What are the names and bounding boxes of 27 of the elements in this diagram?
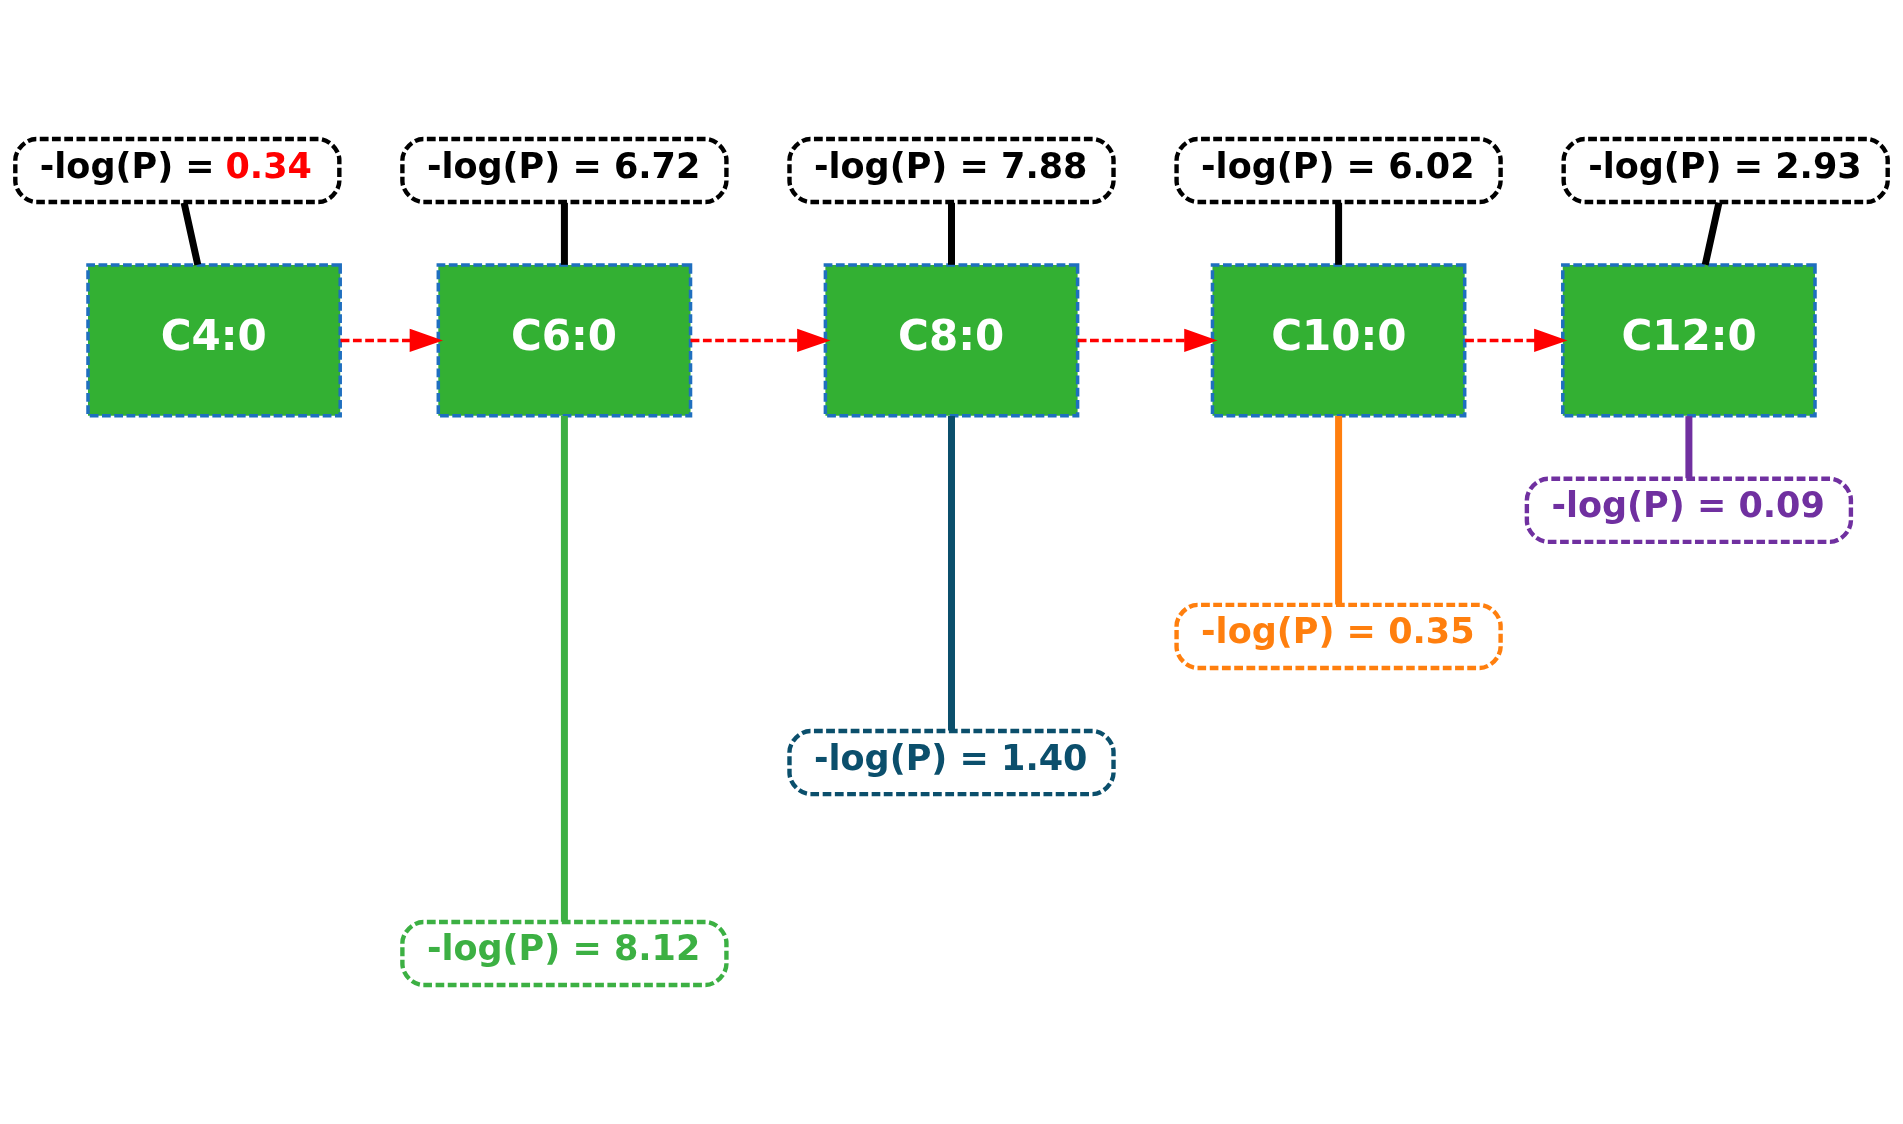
connector — [1685, 416, 1693, 479]
node-box: -log(P) = 6.72 — [400, 136, 729, 205]
node-box: -log(P) = 1.40 — [787, 728, 1116, 797]
connector — [560, 202, 568, 265]
node-box: -log(P) = 7.88 — [787, 136, 1116, 205]
connector — [1701, 202, 1723, 266]
connector — [1335, 202, 1343, 265]
connector — [948, 202, 955, 265]
connector — [180, 202, 202, 266]
arrow — [1077, 328, 1218, 353]
arrow — [340, 328, 443, 353]
node-box: C6:0 — [436, 263, 693, 418]
node-box: C10:0 — [1210, 263, 1467, 418]
connector — [1335, 416, 1343, 605]
node-box: C4:0 — [86, 263, 342, 418]
connector — [560, 416, 568, 922]
node-box: -log(P) = 2.93 — [1561, 136, 1890, 205]
node-box: -log(P) = 6.02 — [1174, 136, 1503, 205]
node-box: C8:0 — [823, 263, 1080, 418]
arrow — [690, 328, 831, 353]
arrow — [1465, 328, 1568, 353]
node-box: C12:0 — [1561, 263, 1817, 418]
node-box: -log(P) = 8.12 — [400, 919, 729, 988]
node-box: -log(P) = 0.34 — [13, 136, 342, 205]
node-box: -log(P) = 0.09 — [1524, 476, 1854, 545]
node-box: -log(P) = 0.35 — [1174, 602, 1503, 671]
connector — [948, 416, 955, 731]
